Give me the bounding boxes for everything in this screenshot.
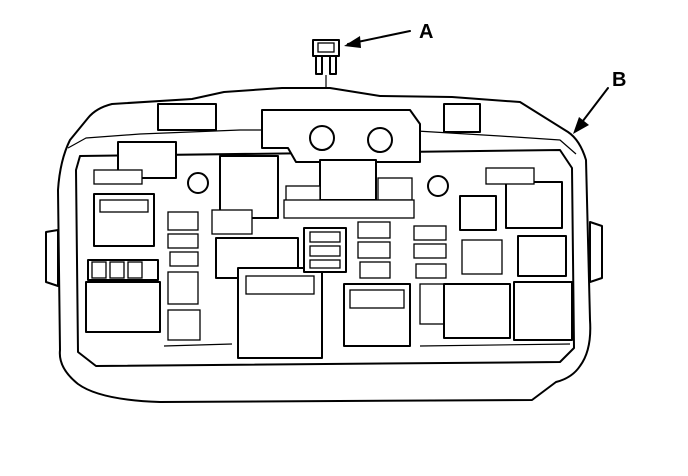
fuse-relay-box-icon [45,87,603,403]
callout-b: B [573,69,626,134]
label-b: B [612,69,626,91]
arrow-b-icon [573,117,589,134]
label-a: A [419,21,433,43]
callout-a: A [344,21,433,48]
arrow-a-icon [344,36,361,48]
